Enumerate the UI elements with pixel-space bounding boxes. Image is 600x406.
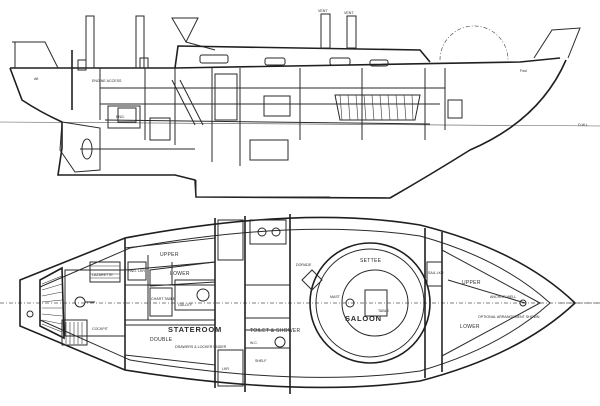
cockpit-label: COCKPIT (92, 327, 109, 331)
saloon-label: SALOON (345, 314, 382, 323)
head-compartment (244, 317, 291, 349)
cockpit-locker (61, 319, 88, 346)
port-light (329, 57, 351, 66)
vberth-divider (447, 279, 526, 304)
saloon-table (364, 289, 388, 317)
galley-counter (174, 279, 216, 311)
hatch-swing (439, 25, 509, 61)
stern-grating (26, 266, 65, 340)
locker-fwd (249, 219, 287, 245)
sink-icon (196, 288, 210, 302)
stack-label: VENT (344, 11, 354, 15)
winch (77, 59, 87, 71)
interior-profile: ENG. ENGINE ACCESS (92, 68, 463, 166)
settee-label: SETTEE (360, 258, 382, 264)
optional-note: OPTIONAL ARRANGEMENT SHOWN (478, 315, 540, 319)
keel (195, 180, 330, 198)
saloon-table-circle (341, 269, 409, 337)
wc-label: W.C. (250, 341, 258, 345)
cockpit-note: ENGINE ACCESS (92, 79, 122, 83)
double-berth (124, 324, 216, 366)
fitting (271, 227, 281, 237)
transom (9, 67, 63, 123)
port-light (199, 54, 229, 64)
anchor-icon (519, 299, 527, 307)
lazarette (89, 261, 121, 283)
galley-label: GALLEY (178, 303, 193, 307)
chart-table (149, 287, 173, 317)
hanging-locker (127, 261, 147, 281)
saloon-settee-inner (315, 248, 425, 358)
bow-note: Fwd (520, 69, 527, 73)
mast-icon (345, 298, 355, 308)
plan-view: COCKPIT LAZARETTE UPPER LOWER HNG. LKR S… (0, 214, 600, 394)
dodger (171, 17, 199, 44)
waterline-label: D.W.L. (578, 123, 589, 127)
mast-stack (320, 13, 331, 49)
locker-stbd (217, 219, 244, 261)
saloon: TABLE SALOON SETTEE MAST DORADE (296, 242, 431, 364)
locker-port (217, 349, 244, 387)
coachroof (174, 45, 431, 69)
upper-berth-label: UPPER (160, 252, 179, 258)
saloon-settee-outer (309, 242, 431, 364)
wheel-icon (74, 296, 86, 308)
hull-outline (19, 216, 577, 389)
stack-label: VENT (318, 9, 328, 13)
profile-view: D.W.L. Aft VENT V (0, 9, 600, 199)
sail-locker (426, 261, 443, 287)
lower-fwd-label: LOWER (460, 324, 480, 330)
locker-hatch (65, 322, 83, 344)
hull-bottom (57, 59, 567, 199)
anchor-well-label: ANCHOR WELL (490, 295, 516, 299)
table-label: TABLE (378, 309, 390, 313)
fitting (257, 227, 267, 237)
port-light (369, 59, 389, 67)
stateroom-label: STATEROOM (168, 325, 222, 334)
dorade-label: DORADE (296, 263, 312, 267)
bow-pulpit (533, 27, 581, 59)
locker-label: LKR (222, 367, 229, 371)
hanging-locker-label: HNG. LKR (128, 269, 145, 273)
rudder (59, 121, 101, 173)
lazarette-label: LAZARETTE (92, 273, 113, 277)
mast-label: MAST (330, 295, 341, 299)
stern-pulpit (12, 41, 59, 69)
double-berth-label: DOUBLE (150, 337, 173, 343)
double-note: DRAWERS & LOCKER UNDER (175, 345, 227, 349)
mast-stack (346, 15, 357, 49)
winch (139, 57, 149, 69)
shelf-label: SHELF (255, 359, 267, 363)
chart-table-label: CHART TABLE (151, 297, 176, 301)
lazarette-hatch (90, 265, 120, 279)
port-light (264, 57, 286, 66)
wc-icon (274, 336, 286, 348)
upper-fwd-label: UPPER (462, 280, 481, 286)
toilet-label: TOILET & SHOWER (250, 328, 301, 334)
dorade-box (301, 269, 323, 291)
vberth-outline (441, 249, 542, 357)
vent-stack-aft (85, 15, 95, 69)
engine-label: ENG. (116, 115, 125, 119)
aft-note: Aft (34, 77, 38, 81)
sail-locker-label: SAIL LKR (428, 271, 444, 275)
lower-berth-label: LOWER (170, 271, 190, 277)
